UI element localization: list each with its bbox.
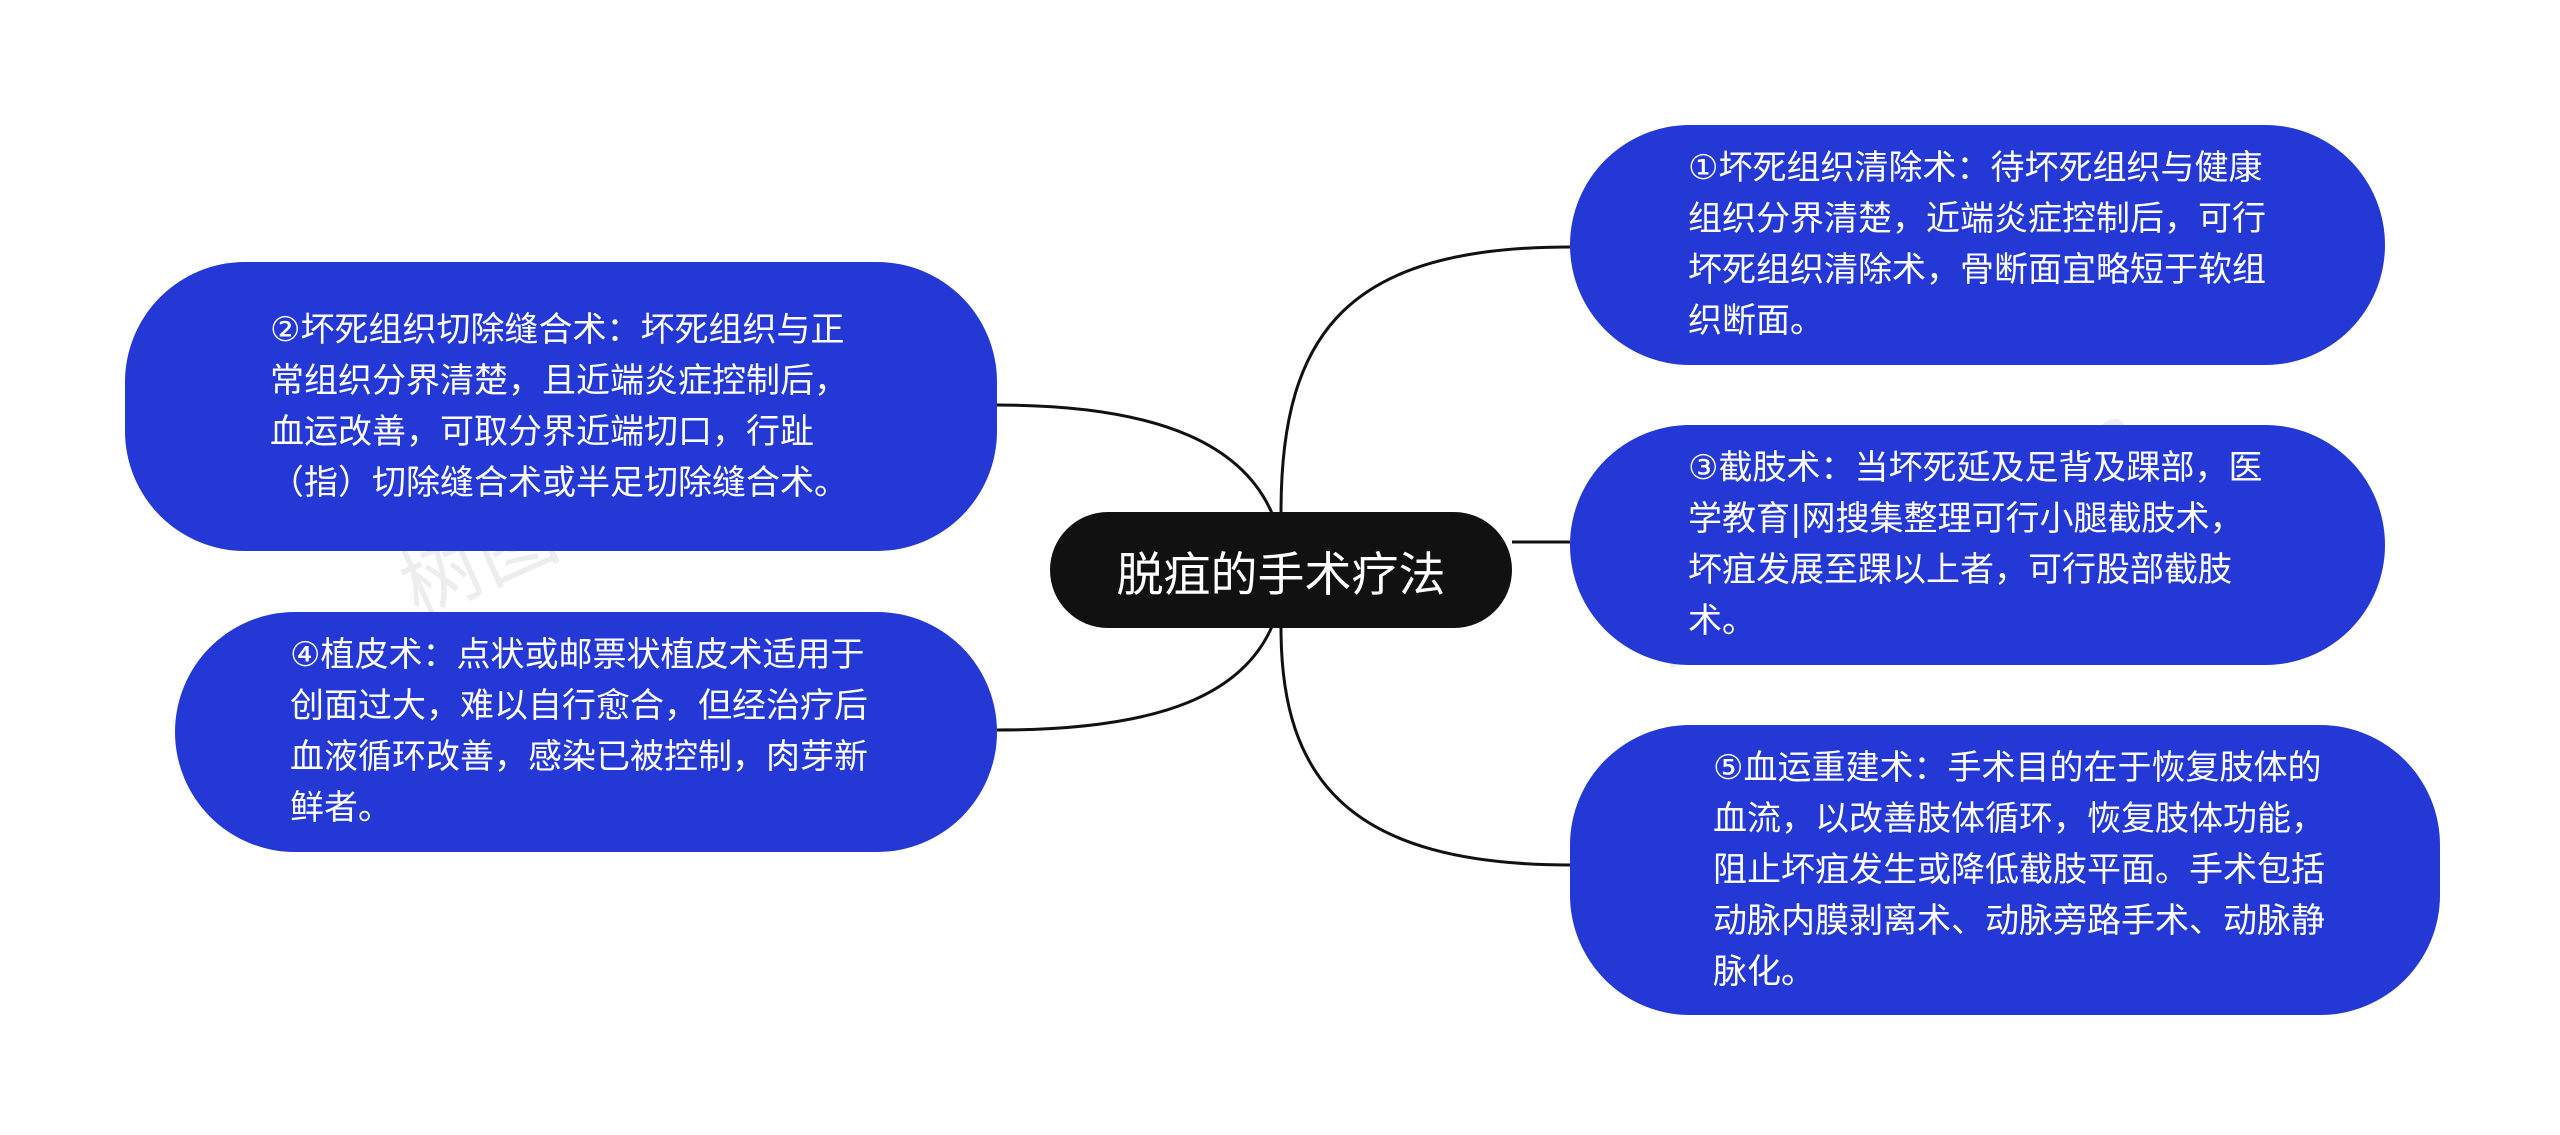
link-center-b4 — [996, 597, 1283, 732]
link-center-b1 — [1279, 245, 1571, 513]
branch-text: ②坏死组织切除缝合术：坏死组织与正常组织分界清楚，且近端炎症控制后，血运改善，可… — [270, 309, 848, 503]
branch-text: ⑤血运重建术：手术目的在于恢复肢体的血流，以改善肢体循环，恢复肢体功能，阻止坏疽… — [1713, 747, 2325, 992]
branch-node-revascularization[interactable]: ⑤血运重建术：手术目的在于恢复肢体的血流，以改善肢体循环，恢复肢体功能，阻止坏疽… — [1570, 725, 2440, 1015]
branch-node-skin-graft[interactable]: ④植皮术：点状或邮票状植皮术适用于创面过大，难以自行愈合，但经治疗后血液循环改善… — [175, 612, 997, 852]
central-topic-node[interactable]: 脱疽的手术疗法 — [1050, 512, 1512, 628]
branch-text: ③截肢术：当坏死延及足背及踝部，医学教育|网搜集整理可行小腿截肢术，坏疽发展至踝… — [1688, 448, 2263, 641]
branch-text: ①坏死组织清除术：待坏死组织与健康组织分界清楚，近端炎症控制后，可行坏死组织清除… — [1688, 148, 2266, 341]
branch-text: ④植皮术：点状或邮票状植皮术适用于创面过大，难以自行愈合，但经治疗后血液循环改善… — [290, 635, 868, 828]
branch-node-amputation[interactable]: ③截肢术：当坏死延及足背及踝部，医学教育|网搜集整理可行小腿截肢术，坏疽发展至踝… — [1570, 425, 2385, 665]
branch-node-excision-suture[interactable]: ②坏死组织切除缝合术：坏死组织与正常组织分界清楚，且近端炎症控制后，血运改善，可… — [125, 262, 997, 551]
link-center-b2 — [996, 403, 1283, 543]
link-center-b5 — [1279, 627, 1571, 867]
branch-node-necrotic-debridement[interactable]: ①坏死组织清除术：待坏死组织与健康组织分界清楚，近端炎症控制后，可行坏死组织清除… — [1570, 125, 2385, 365]
central-topic-label: 脱疽的手术疗法 — [1116, 547, 1446, 603]
